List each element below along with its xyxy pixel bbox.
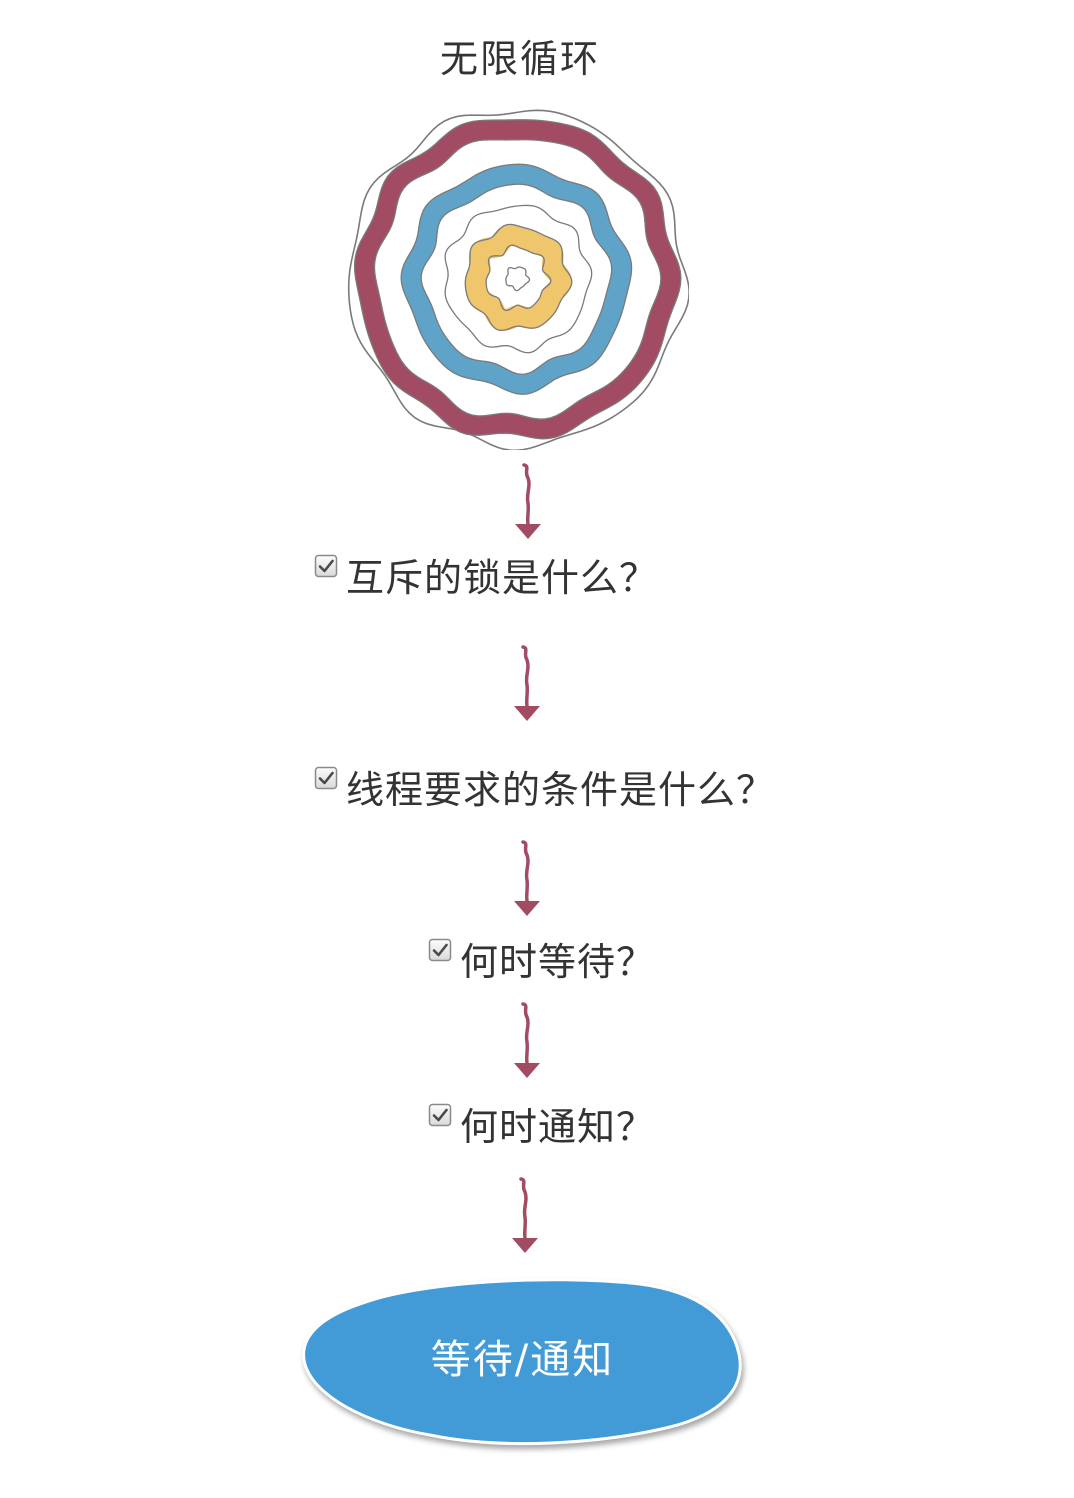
arrow-down (512, 1177, 538, 1253)
step-label: 互斥的锁是什么？ (346, 556, 659, 600)
step-label: 何时通知？ (460, 1105, 656, 1149)
blue-ring-outer-outline (400, 163, 633, 395)
checked-checkbox-icon (428, 938, 452, 962)
middle-ring-outline (444, 204, 593, 354)
center-circle (505, 266, 531, 292)
checked-checkbox-icon (314, 766, 338, 790)
outer-ring (347, 109, 689, 450)
yellow-ring-outer-outline (464, 223, 573, 332)
checked-checkbox-icon (314, 554, 338, 578)
red-ring-inner-outline (373, 139, 662, 420)
yellow-ring (465, 224, 572, 331)
concentric-rings-icon (347, 109, 689, 450)
step-label: 何时等待？ (460, 940, 656, 984)
result-node-shape (302, 1278, 742, 1446)
step-label: 线程要求的条件是什么？ (346, 768, 776, 812)
arrow-down (514, 1002, 540, 1078)
arrow-down (514, 645, 540, 721)
diagram-title: 无限循环 (439, 37, 600, 81)
yellow-ring-inner-outline (485, 244, 552, 312)
result-node-label: 等待/通知 (430, 1337, 615, 1383)
checked-checkbox-icon (428, 1103, 452, 1127)
blue-ring-inner-outline (420, 183, 613, 375)
red-ring-outer-outline (353, 119, 682, 440)
blue-ring (401, 164, 632, 395)
red-ring (354, 119, 681, 439)
arrow-down (514, 840, 540, 916)
arrow-down (515, 463, 541, 539)
